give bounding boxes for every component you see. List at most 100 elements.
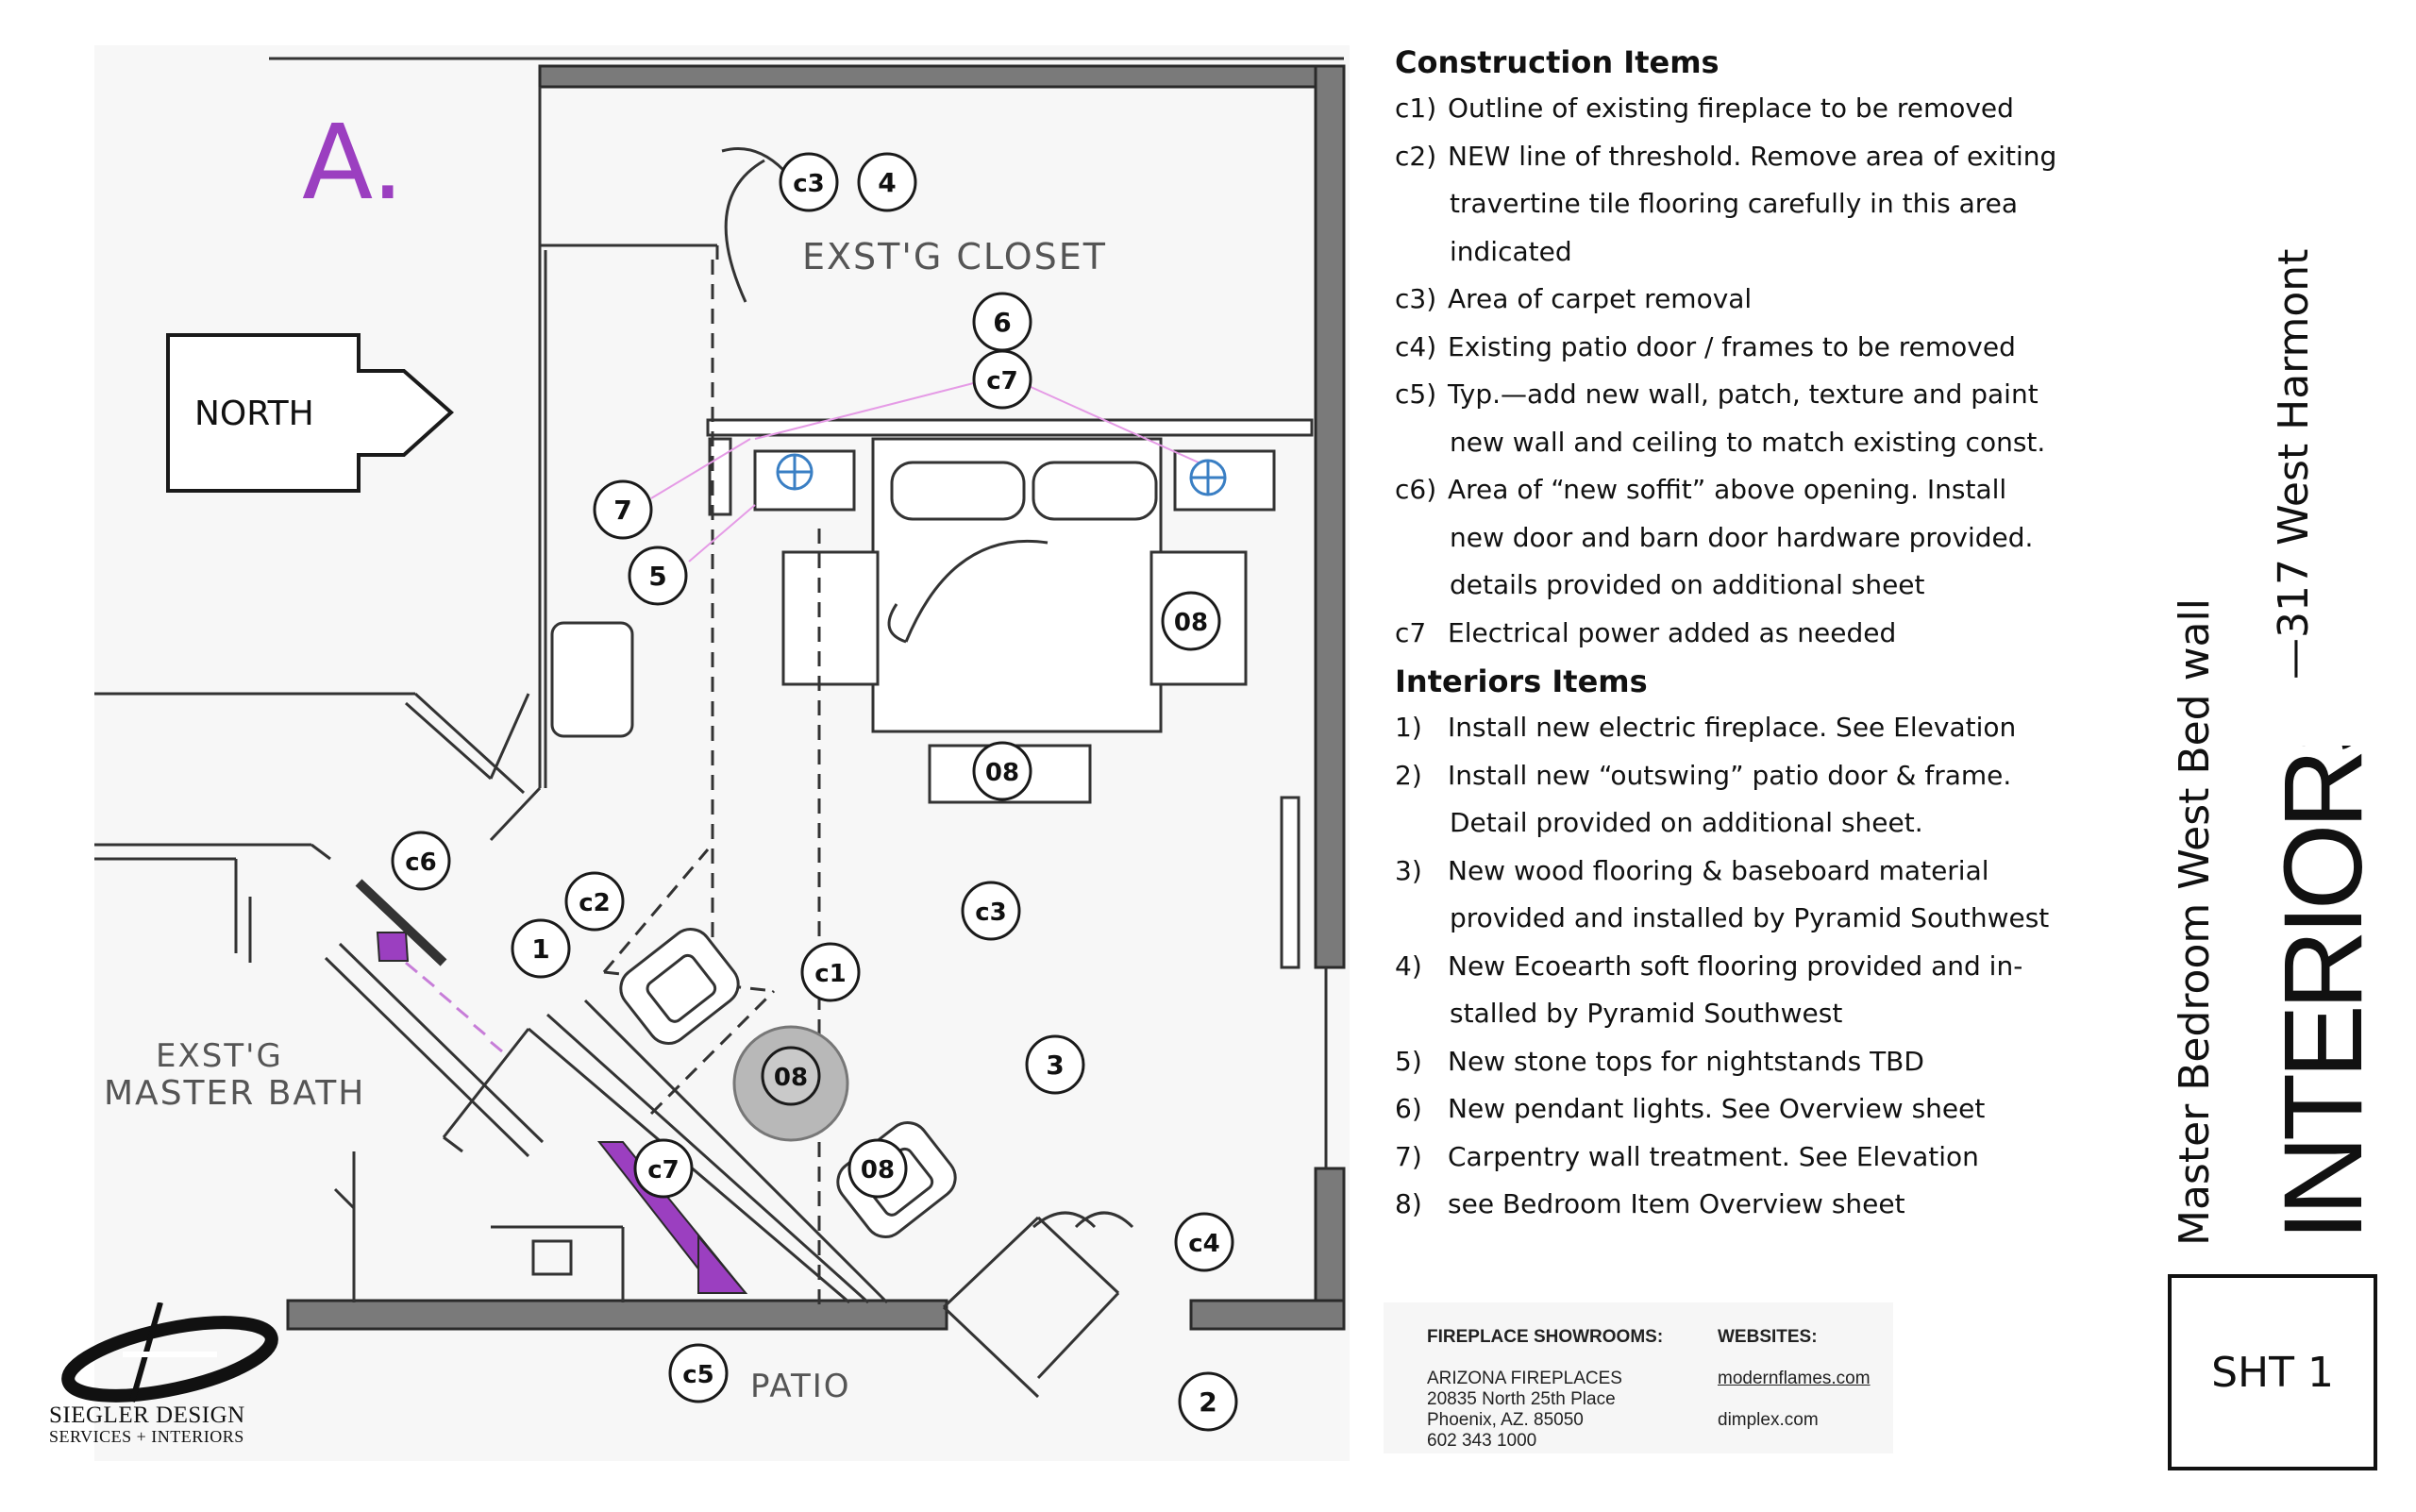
outlet-icon	[776, 453, 1227, 496]
construction-title: Construction Items	[1395, 44, 1720, 80]
interiors-note: 5) New stone tops for nightstands TBD	[1395, 1038, 2112, 1086]
note-text: Area of carpet removal	[1448, 283, 1753, 314]
tag-circle	[593, 479, 653, 540]
tag-circle	[847, 1138, 908, 1199]
tag-3: 3	[1025, 1034, 1085, 1095]
tag-4: 4	[857, 152, 917, 212]
note-text: Area of “new soffit” above opening. Inst…	[1448, 474, 2007, 505]
tag-08d: 08	[847, 1138, 908, 1199]
tag-08c: 08	[761, 1046, 821, 1106]
note-text: stalled by Pyramid Southwest	[1450, 998, 1843, 1029]
note-text: New pendant lights. See Overview sheet	[1448, 1093, 1986, 1124]
note-key: c2)	[1395, 140, 1437, 172]
sheet-number: SHT 1	[2211, 1348, 2334, 1397]
electrical-leaders	[650, 377, 1200, 563]
note-text: Typ.—add new wall, patch, texture and pa…	[1448, 378, 2038, 410]
company-logo-icon	[61, 1302, 278, 1403]
note-key: 2)	[1395, 759, 1422, 791]
note-text: New stone tops for nightstands TBD	[1448, 1045, 1924, 1077]
note-key: 1)	[1395, 712, 1422, 743]
project-address: —317 West Harmont	[2270, 248, 2318, 680]
interiors-note: 2)Install new “outswing” patio door & fr…	[1395, 752, 2112, 800]
note-key: c3)	[1395, 283, 1437, 314]
note-text: new wall and ceiling to match existing c…	[1450, 426, 2046, 458]
tag-label: 5	[648, 561, 666, 592]
exterior-walls	[286, 64, 1346, 1331]
interiors-note: 3)New wood flooring & baseboard material	[1395, 848, 2112, 896]
website-link-2[interactable]: dimplex.com	[1718, 1410, 1819, 1430]
company-name: SIEGLER DESIGN	[49, 1403, 245, 1428]
interiors-logo: INTERIORS	[2274, 746, 2378, 1241]
tag-label: 1	[531, 933, 549, 965]
tag-label: c6	[405, 848, 437, 877]
tag-2: 2	[1178, 1371, 1238, 1432]
tag-circle	[564, 871, 625, 932]
note-key: c5)	[1395, 378, 1437, 410]
note-text: New Ecoearth soft flooring provided and …	[1448, 949, 2023, 982]
interiors-list: 1) Install new electric fireplace. See El…	[1395, 704, 2112, 1229]
tag-label: c4	[1188, 1230, 1220, 1258]
interiors-note: 6) New pendant lights. See Overview sheet	[1395, 1085, 2112, 1134]
note-text: NEW line of threshold. Remove area of ex…	[1448, 140, 2057, 172]
tag-circle	[857, 152, 917, 212]
tag-circle	[761, 1046, 821, 1106]
tag-circle	[972, 349, 1032, 410]
note-key: c1)	[1395, 92, 1437, 124]
new-wall-accent	[376, 932, 748, 1294]
sheet-title: Master Bedroom West Bed wall	[2171, 598, 2219, 1246]
tag-c7b: c7	[633, 1138, 694, 1199]
note-text: new door and barn door hardware provided…	[1450, 521, 2034, 553]
note-key: 3)	[1395, 854, 1422, 886]
tag-circle	[633, 1138, 694, 1199]
tag-c5: c5	[668, 1343, 729, 1403]
note-key: c6)	[1395, 474, 1437, 505]
note-key: 5)	[1395, 1045, 1422, 1077]
tag-5: 5	[628, 546, 688, 606]
note-text: Detail provided on additional sheet.	[1450, 807, 1923, 838]
construction-note: new wall and ceiling to match existing c…	[1395, 419, 2112, 467]
showroom-phone: 602 343 1000	[1427, 1431, 1537, 1451]
tag-c6: c6	[391, 831, 451, 891]
tag-circle	[628, 546, 688, 606]
note-text: Carpentry wall treatment. See Elevation	[1448, 1140, 1979, 1172]
interiors-note: stalled by Pyramid Southwest	[1395, 990, 2112, 1038]
tag-label: c3	[975, 899, 1007, 927]
note-text: Outline of existing fireplace to be remo…	[1448, 92, 2014, 124]
tag-circle	[1161, 591, 1221, 651]
tag-label: 08	[774, 1064, 808, 1092]
tag-label: 7	[613, 495, 631, 526]
interiors-wordmark: INTERIORS	[2274, 746, 2378, 1241]
north-label: NORTH	[194, 395, 314, 433]
sheet-number-box: SHT 1	[2168, 1274, 2377, 1470]
showroom-name: ARIZONA FIREPLACES	[1427, 1369, 1622, 1388]
floor-plan: NORTH A. EXST'G CLOSET EXST'G MASTER BAT…	[94, 57, 1346, 1432]
interiors-note: provided and installed by Pyramid Southw…	[1395, 895, 2112, 943]
website-link-1[interactable]: modernflames.com	[1718, 1369, 1871, 1388]
company-tagline: SERVICES + INTERIORS	[49, 1427, 244, 1446]
patio-label: PATIO	[750, 1368, 851, 1405]
tag-circle	[1174, 1212, 1234, 1272]
construction-note: c2) NEW line of threshold. Remove area of…	[1395, 133, 2112, 181]
showroom-card: FIREPLACE SHOWROOMS: WEBSITES: ARIZONA F…	[1384, 1302, 1893, 1453]
tag-circle	[668, 1343, 729, 1403]
construction-note: travertine tile flooring carefully in th…	[1395, 180, 2112, 228]
note-text: travertine tile flooring carefully in th…	[1450, 188, 2019, 219]
interiors-note: Detail provided on additional sheet.	[1395, 799, 2112, 848]
note-key: 6)	[1395, 1093, 1422, 1124]
tag-c3: c3	[779, 152, 839, 212]
tag-label: c5	[682, 1361, 714, 1389]
note-key: 7)	[1395, 1140, 1422, 1172]
tag-circle	[972, 741, 1032, 801]
tag-label: c2	[579, 889, 611, 917]
note-text: indicated	[1450, 235, 1572, 267]
note-text: see Bedroom Item Overview sheet	[1448, 1188, 1905, 1219]
tag-label: 08	[985, 759, 1019, 787]
notes-panel: Construction Items c1) Outline of existin…	[1395, 36, 2112, 1229]
note-text: Install new electric fireplace. See Elev…	[1448, 712, 2017, 743]
interiors-note: 4)New Ecoearth soft flooring provided an…	[1395, 943, 2112, 991]
tag-label: c7	[986, 367, 1018, 395]
construction-note: c5) Typ.—add new wall, patch, texture and…	[1395, 371, 2112, 419]
note-key: c7	[1395, 616, 1427, 648]
construction-note: details provided on additional sheet	[1395, 562, 2112, 610]
